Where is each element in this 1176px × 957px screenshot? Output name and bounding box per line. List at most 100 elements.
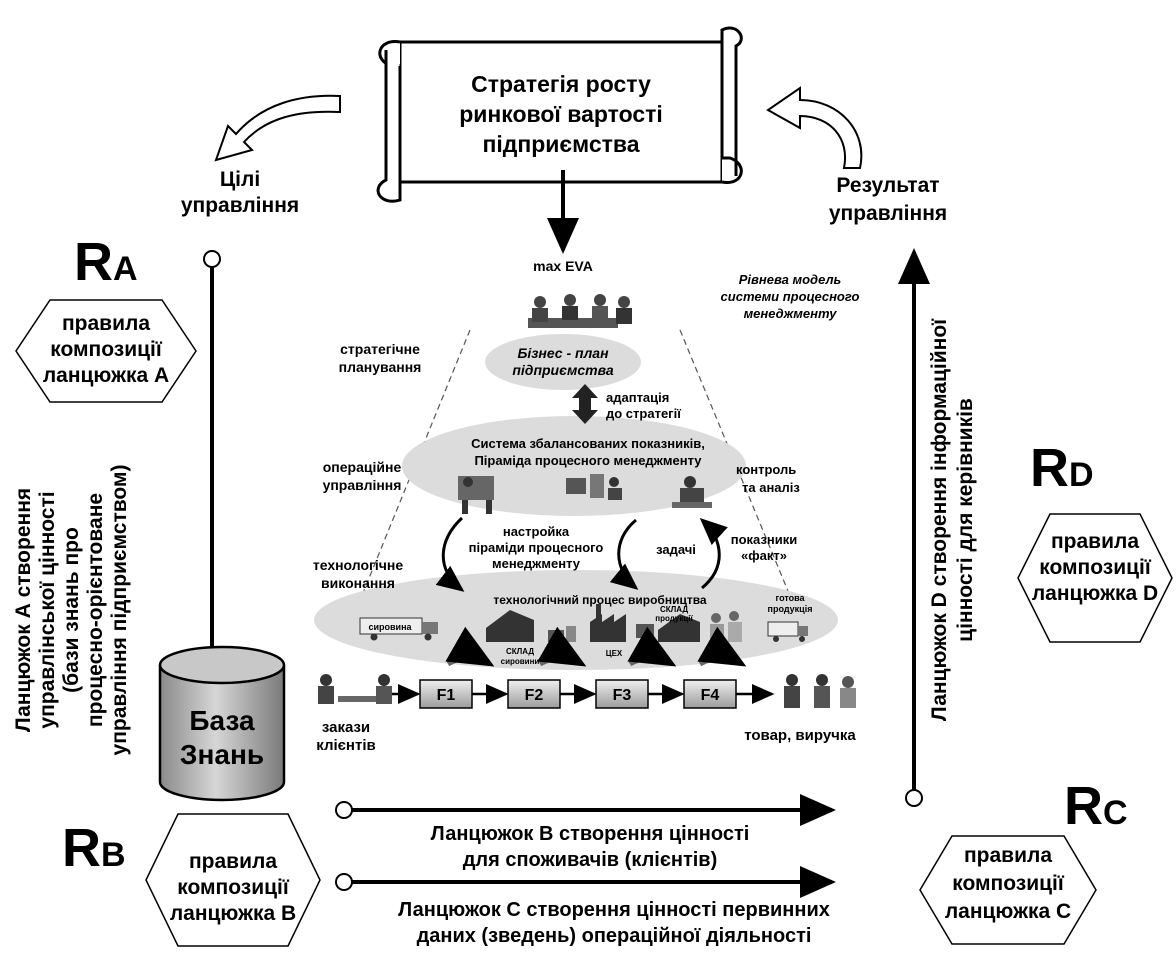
strategy-title-line2: ринкової вартості (459, 101, 663, 127)
level-model-line2: системи процесного (721, 289, 860, 304)
finished-line1: готова (775, 593, 805, 603)
chain-a-line1: Ланцюжок А створення (12, 488, 35, 732)
orders-line2: клієнтів (316, 737, 375, 754)
raw-truck-icon (359, 617, 438, 641)
pyramid-model: Бізнес - план підприємства адаптація до … (314, 294, 838, 670)
svg-text:RD: RD (1030, 438, 1094, 498)
business-plan-line1: Бізнес - план (517, 345, 609, 361)
rules-d: RD правила композиції ланцюжка D (1017, 438, 1173, 643)
chain-a-line3: (бази знань про (60, 527, 83, 693)
chain-a-start-node (203, 250, 221, 268)
function-chain: F1 F2 F3 F4 закази клієнтів товар, вируч… (316, 674, 856, 754)
svg-text:RC: RC (1064, 776, 1128, 836)
adaptation-double-arrow-icon (572, 384, 598, 424)
chain-a-line4: процесно-орієнтоване (84, 493, 107, 727)
rules-a-letter: R (74, 232, 113, 292)
rules-d-sub: D (1069, 456, 1094, 494)
warehouse-raw-icon (486, 610, 534, 642)
curved-arrow-left-icon (214, 94, 341, 162)
business-plan-line2: підприємства (512, 362, 613, 378)
shop-label: ЦЕХ (606, 649, 623, 658)
rules-d-line2: композиції (1039, 556, 1152, 579)
rules-c-sub: C (1103, 794, 1128, 832)
setup-curved-arrow-icon (435, 516, 465, 592)
flow-arrow-3-icon (627, 626, 677, 667)
rules-c-line2: композиції (952, 872, 1065, 895)
finished-line2: продукція (768, 604, 813, 614)
flow-arrow-1-icon (445, 626, 495, 667)
control-line1: контроль (736, 462, 796, 477)
knowledge-base-cylinder: База Знань (158, 645, 286, 802)
level-strategic-line2: планування (339, 359, 422, 375)
function-box-f2 (507, 679, 561, 709)
rules-c: RC правила композиції ланцюжка С (919, 776, 1128, 945)
chain-b-line1: Ланцюжок В створення цінності (431, 823, 750, 845)
level-technological-line1: технологічне (313, 557, 403, 573)
rules-b: RB правила композиції ланцюжка В (62, 813, 321, 947)
function-label-f2: F2 (525, 687, 544, 704)
setup-line3: менеджменту (492, 556, 581, 571)
adaptation-line1: адаптація (606, 390, 669, 405)
phone-worker-icon (672, 476, 712, 508)
chain-b-line2: для споживачів (клієнтів) (463, 849, 718, 871)
rules-c-line1: правила (964, 844, 1052, 867)
level-strategic-line1: стратегічне (340, 341, 420, 357)
rules-a-line1: правила (62, 312, 150, 335)
function-label-f3: F3 (613, 687, 632, 704)
chain-d-start-node (905, 789, 923, 807)
tasks-curved-arrow-icon (609, 518, 639, 590)
adaptation-line2: до стратегії (606, 406, 681, 421)
tasks-label: задачі (656, 542, 696, 557)
level-operational-line2: управління (323, 477, 402, 493)
rules-c-line3: ланцюжка С (945, 900, 1071, 923)
knowledge-base-line1: База (189, 705, 255, 736)
orders-line1: закази (322, 719, 370, 736)
rules-b-line3: ланцюжка В (170, 902, 296, 925)
indicators-line2: «факт» (741, 548, 787, 563)
rules-b-line2: композиції (177, 876, 290, 899)
rules-b-sub: B (101, 836, 126, 874)
svg-text:RA: RA (74, 232, 138, 292)
rules-a-line2: композиції (50, 338, 163, 361)
function-label-f4: F4 (701, 687, 720, 704)
office-worker-icon (458, 476, 494, 514)
level-technological-line2: виконання (321, 575, 395, 591)
handshake-people-icon (784, 674, 856, 708)
result-label-line1: Результат (836, 174, 939, 197)
rules-b-line1: правила (189, 850, 277, 873)
level-operational-line1: операційне (323, 459, 402, 475)
rules-c-letter: R (1064, 776, 1103, 836)
warehouse-raw-line1: СКЛАД (506, 647, 534, 656)
max-eva-label: max EVA (533, 258, 593, 274)
rules-a-sub: A (113, 250, 138, 288)
rules-d-letter: R (1030, 438, 1069, 498)
result-label-line2: управління (829, 202, 947, 225)
rules-d-line3: ланцюжка D (1032, 582, 1158, 605)
flow-arrow-4-icon (697, 626, 747, 667)
rules-d-line1: правила (1051, 530, 1139, 553)
meeting-people-icon (528, 294, 632, 328)
warehouse-prod-line1: СКЛАД (660, 605, 688, 614)
curved-arrow-right-icon (766, 86, 863, 169)
bsc-line2: Піраміда процесного менеджменту (474, 453, 702, 468)
level-model-line3: менеджменту (744, 306, 838, 321)
indicators-line1: показники (731, 532, 798, 547)
strategy-title-line1: Стратегія росту (471, 71, 651, 97)
rules-a-line3: ланцюжка А (43, 364, 169, 387)
warehouse-prod-line2: продукції (655, 614, 693, 623)
raw-label: сировина (368, 622, 412, 632)
chain-c-line2: даних (зведень) операційної діяльності (417, 925, 812, 947)
warehouse-raw-line2: сировини (501, 657, 540, 666)
control-line2: та аналіз (742, 480, 800, 495)
flow-arrow-2-icon (537, 626, 587, 667)
chain-c-line1: Ланцюжок С створення цінності первинних (398, 899, 830, 921)
rules-b-letter: R (62, 818, 101, 878)
chain-a-line2: управлінської цінності (36, 491, 59, 728)
tech-process-label: технологічний процес виробництва (493, 593, 707, 607)
level-model-line1: Рівнева модель (739, 272, 842, 287)
chain-a-label: Ланцюжок А створення управлінської цінно… (12, 465, 131, 756)
strategy-title-line3: підприємства (482, 131, 639, 157)
computer-worker-icon (566, 474, 622, 500)
goods-label: товар, виручка (744, 727, 856, 744)
